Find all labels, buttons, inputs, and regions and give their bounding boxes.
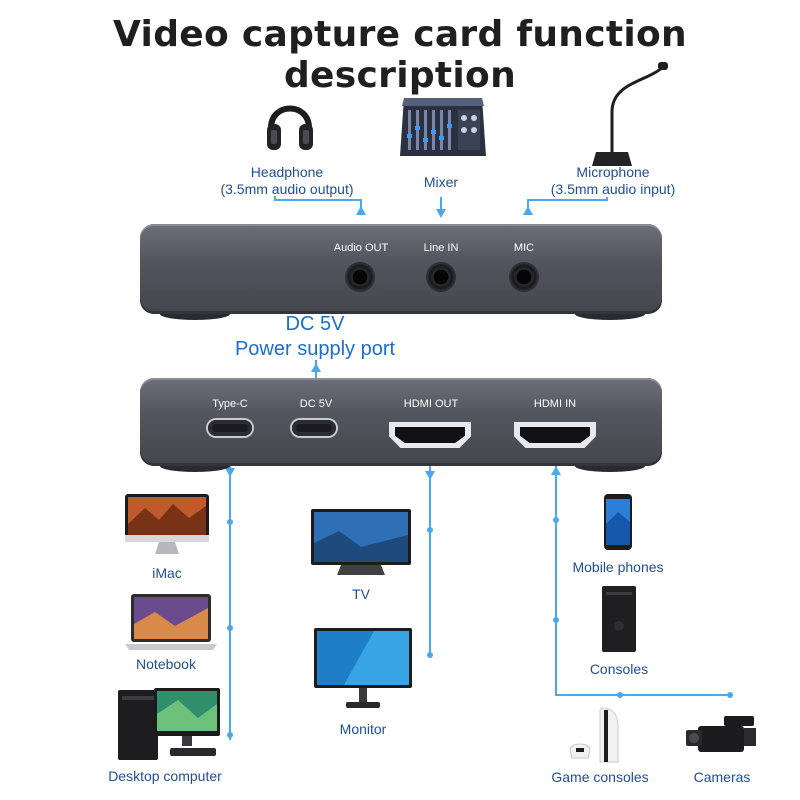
line-headphone (274, 196, 362, 212)
desktop-computer-icon (118, 688, 220, 760)
line-microphone (527, 197, 608, 212)
notebook-label: Notebook (136, 656, 196, 672)
headphone-name: Headphone (250, 164, 324, 180)
microphone-label: Microphone (3.5mm audio input) (538, 164, 688, 198)
port-label-audio-out: Audio OUT (333, 242, 389, 254)
mobile-phones-label: Mobile phones (572, 559, 664, 575)
monitor-icon (314, 628, 412, 708)
camera-icon (686, 716, 756, 752)
bottom-device: Type-C DC 5V HDMI OUT HDMI IN (140, 378, 662, 466)
tv-icon (311, 509, 411, 575)
notebook-icon (125, 594, 217, 650)
microphone-icon (592, 62, 668, 166)
game-consoles-label: Game consoles (551, 769, 649, 785)
monitor-label: Monitor (339, 721, 387, 737)
line-hdmi-in (555, 458, 730, 696)
line-in-jack[interactable] (428, 264, 454, 290)
mic-jack[interactable] (511, 264, 537, 290)
imac-label: iMac (152, 565, 182, 581)
game-console-icon (569, 707, 619, 763)
microphone-name: Microphone (576, 164, 650, 180)
cameras-label: Cameras (693, 769, 751, 785)
power-line1: DC 5V (285, 313, 345, 335)
mixer-label: Mixer (423, 174, 459, 190)
port-label-line-in: Line IN (423, 242, 459, 254)
mixer-icon (400, 98, 486, 156)
top-device: Audio OUT Line IN MIC (140, 224, 662, 314)
port-label-mic: MIC (513, 242, 535, 254)
desktop-computer-label: Desktop computer (108, 768, 222, 784)
port-label-hdmi-out: HDMI OUT (403, 398, 459, 410)
power-label: DC 5V Power supply port (210, 312, 420, 362)
port-label-dc5v: DC 5V (299, 398, 333, 410)
consoles-label: Consoles (589, 661, 649, 677)
headphone-label: Headphone (3.5mm audio output) (212, 164, 362, 198)
tv-label: TV (352, 586, 370, 602)
mobile-phone-icon (604, 494, 632, 550)
headphone-icon (267, 105, 313, 150)
headphone-sub: (3.5mm audio output) (220, 181, 354, 197)
port-label-hdmi-in: HDMI IN (533, 398, 577, 410)
microphone-sub: (3.5mm audio input) (550, 181, 676, 197)
hdmi-in-port[interactable] (514, 422, 596, 448)
console-tower-icon (602, 586, 636, 652)
audio-out-jack[interactable] (347, 264, 373, 290)
typec-port[interactable] (208, 420, 252, 436)
dc5v-port[interactable] (292, 420, 336, 436)
imac-icon (125, 494, 209, 554)
page-title: Video capture card function description (113, 14, 687, 96)
port-label-typec: Type-C (212, 398, 248, 410)
hdmi-out-port[interactable] (389, 422, 471, 448)
power-line2: Power supply port (234, 338, 396, 360)
